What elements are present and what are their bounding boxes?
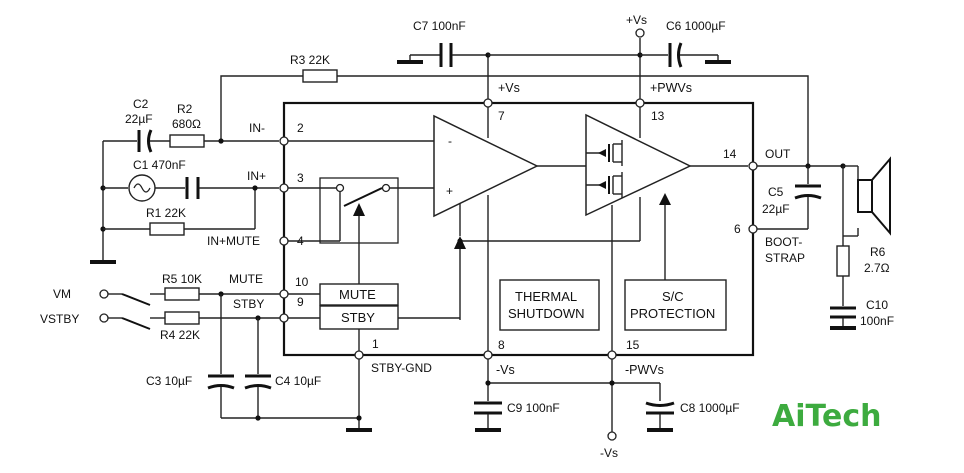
pin14-number: 14 — [723, 147, 737, 161]
vstby-label: VSTBY — [40, 312, 79, 326]
pin13-supply-label: +PWVs — [650, 81, 692, 95]
stby-pin-label: STBY — [233, 297, 264, 311]
vm-label: VM — [53, 287, 71, 301]
c1-label: C1 470nF — [133, 158, 186, 172]
control-inputs — [99, 287, 372, 432]
mute-block-label: MUTE — [339, 287, 376, 302]
out-label: OUT — [765, 147, 791, 161]
thermal-shutdown-block — [499, 279, 600, 331]
sc-protection-block — [624, 279, 727, 331]
stby-gnd-label: STBY-GND — [371, 361, 432, 375]
c2-value: 22µF — [125, 112, 153, 126]
c8-label: C8 1000µF — [680, 401, 740, 415]
bootstrap-label-line2: STRAP — [765, 251, 805, 265]
in-minus-label: IN- — [249, 121, 265, 135]
c5-value: 22µF — [762, 202, 790, 216]
pin10-number: 10 — [295, 275, 309, 289]
r2-name: R2 — [177, 102, 193, 116]
input-network — [90, 129, 434, 264]
thermal-label-line1: THERMAL — [515, 289, 577, 304]
c9-label: C9 100nF — [507, 401, 560, 415]
in-plus-label: IN+ — [247, 169, 266, 183]
pin2-number: 2 — [297, 121, 304, 135]
c10-name: C10 — [866, 298, 888, 312]
pin13-number: 13 — [651, 109, 665, 123]
r1-label: R1 22K — [146, 206, 186, 220]
speaker-icon — [857, 179, 873, 213]
pin8-number: 8 — [498, 338, 505, 352]
mute-stby-control — [288, 283, 460, 355]
r2-value: 680Ω — [172, 117, 201, 131]
pin8-supply-label: -Vs — [496, 363, 515, 377]
c2-name: C2 — [133, 97, 149, 111]
pin6-number: 6 — [734, 222, 741, 236]
r6-name: R6 — [870, 245, 886, 259]
pin15-number: 15 — [626, 338, 640, 352]
c3-label: C3 10µF — [146, 374, 192, 388]
thermal-label-line2: SHUTDOWN — [508, 306, 585, 321]
c5-name: C5 — [768, 185, 784, 199]
mute-switch — [284, 177, 434, 284]
sc-label-line1: S/C — [662, 289, 684, 304]
pin9-number: 9 — [297, 295, 304, 309]
c10-value: 100nF — [860, 314, 894, 328]
r4-label: R4 22K — [160, 328, 200, 342]
stby-block-label: STBY — [341, 310, 375, 325]
pin3-number: 3 — [297, 171, 304, 185]
power-stage — [585, 103, 748, 355]
opamp-plus-sign: + — [446, 184, 453, 198]
opamp-minus-sign: - — [448, 134, 452, 148]
pin15-supply-label: -PWVs — [625, 363, 664, 377]
sc-label-line2: PROTECTION — [630, 306, 715, 321]
mute-pin-label: MUTE — [229, 272, 263, 286]
top-vs-label: +Vs — [626, 13, 647, 27]
c4-label: C4 10µF — [275, 374, 321, 388]
pin7-supply-label: +Vs — [498, 81, 520, 95]
r5-label: R5 10K — [162, 272, 202, 286]
aitech-logo: AiTech — [772, 399, 881, 434]
preamp-opamp — [433, 103, 640, 355]
pin4-number: 4 — [297, 234, 304, 248]
output-network — [757, 156, 891, 330]
pin1-number: 1 — [372, 337, 379, 351]
c6-label: C6 1000µF — [666, 19, 726, 33]
top-supply-network — [397, 28, 731, 103]
c7-label: C7 100nF — [413, 19, 466, 33]
bottom-supply-network — [474, 359, 675, 441]
r6-value: 2.7Ω — [864, 261, 890, 275]
r3-label: R3 22K — [290, 53, 330, 67]
r3-resistor — [302, 69, 338, 83]
pin7-number: 7 — [498, 109, 505, 123]
in-mute-label: IN+MUTE — [207, 234, 260, 248]
bootstrap-label-line1: BOOT- — [765, 235, 802, 249]
feedback-network — [220, 69, 809, 167]
bottom-vs-label: -Vs — [600, 446, 618, 460]
